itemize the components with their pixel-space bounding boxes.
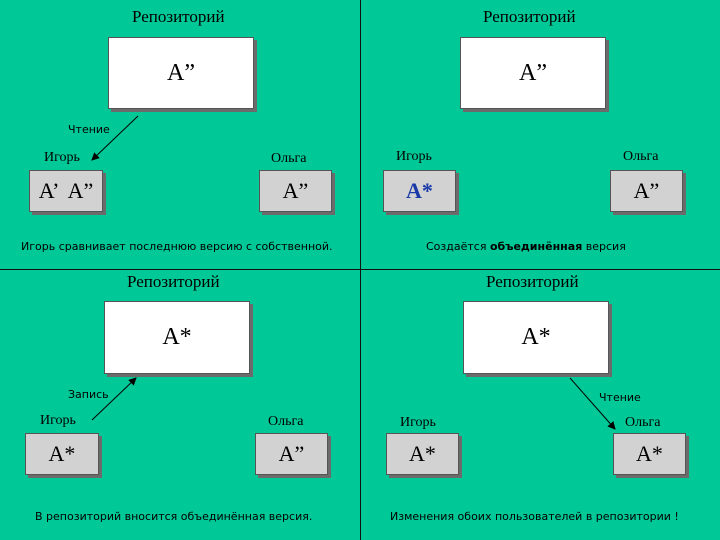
olga-label: Ольга [271,151,307,166]
olga-merged-box: A* [613,433,686,475]
caption: Изменения обоих пользователей в репозито… [390,510,679,523]
arrow-label-write: Запись [68,388,109,401]
olga-label: Ольга [625,415,661,430]
igor-version-box: A’ A” [29,170,103,212]
caption-post: версия [582,240,626,253]
arrow-label-read: Чтение [68,123,110,136]
igor-label: Игорь [396,149,432,164]
panel-merge: Репозиторий A” Игорь Ольга A* A” Создаёт… [360,0,720,270]
igor-label: Игорь [400,415,436,430]
repository-title: Репозиторий [127,272,220,291]
igor-label: Игорь [40,413,76,428]
igor-label: Игорь [44,150,80,165]
igor-merged-box: A* [386,433,459,475]
caption-pre: Создаётся [426,240,490,253]
read-arrow [569,377,616,430]
panel-write-igor: Репозиторий A* Запись Игорь Ольга A* A” … [0,270,360,540]
caption: Создаётся объединённая версия [426,240,626,253]
caption-bold: объединённая [489,240,583,253]
igor-merged-box: A* [383,170,456,212]
repository-box: A* [463,301,609,374]
arrow-label-read: Чтение [599,391,641,404]
olga-version-box: A” [610,170,683,212]
write-arrow [91,377,137,421]
panel-read-olga: Репозиторий A* Чтение Игорь Ольга A* A* … [360,270,720,540]
vertical-divider [360,0,361,540]
repository-box: A” [460,37,606,109]
olga-version-box: A” [259,170,332,212]
read-arrow [91,115,139,161]
repository-box: A* [104,301,250,374]
repository-box: A” [108,37,254,109]
olga-label: Ольга [623,149,659,164]
igor-merged-box: A* [25,433,99,475]
olga-version-box: A” [255,433,328,475]
repository-title: Репозиторий [486,272,579,291]
caption: В репозиторий вносится объединённая верс… [35,510,313,523]
repository-title: Репозиторий [483,7,576,26]
panel-read-igor: Репозиторий A” Чтение Игорь Ольга A’ A” … [0,0,360,270]
olga-label: Ольга [268,414,304,429]
repository-title: Репозиторий [132,7,225,26]
caption: Игорь сравнивает последнюю версию с собс… [21,240,333,253]
